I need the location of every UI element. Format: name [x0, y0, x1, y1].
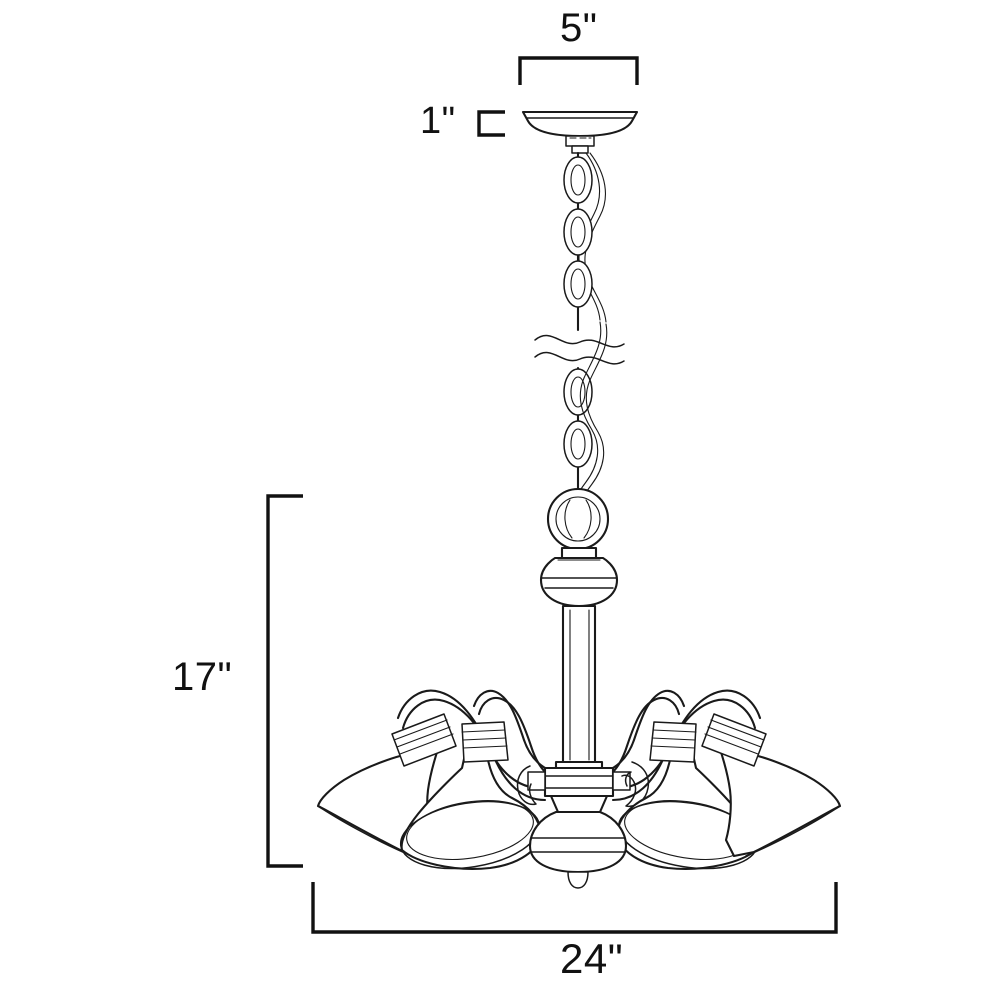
- dimension-label-canopy-height: 1": [420, 100, 456, 142]
- center-column: [554, 604, 604, 790]
- dimension-label-fixture-height: 17": [172, 655, 233, 699]
- dimension-label-canopy-width: 5": [560, 6, 598, 50]
- ball-finial-top: [539, 546, 619, 608]
- shade-collar-left: [461, 721, 509, 763]
- dimension-label-fixture-width: 24": [560, 935, 624, 982]
- chain-link-group-upper: [563, 156, 593, 308]
- chain-break-symbol: [534, 334, 625, 365]
- dimension-bracket-fixture-width: [311, 882, 838, 934]
- dimension-bracket-fixture-height: [266, 494, 303, 868]
- loop-ring: [546, 487, 610, 551]
- shade-collar-far-right: [701, 713, 767, 767]
- dimension-bracket-canopy-width: [518, 56, 639, 85]
- shade-collar-far-left: [391, 713, 457, 767]
- bottom-finial: [528, 810, 628, 889]
- ceiling-canopy: [521, 110, 639, 154]
- lamp-shade-right: [616, 721, 759, 870]
- lamp-shade-far-right: [701, 713, 842, 858]
- center-hub: [516, 761, 650, 814]
- shade-collar-right: [649, 721, 697, 763]
- suspension-chain: [534, 151, 625, 519]
- scroll-bracket-right: [621, 761, 650, 808]
- scroll-bracket-left: [516, 765, 537, 806]
- chain-link-group-lower: [563, 368, 593, 468]
- lamp-shade-left: [399, 721, 542, 870]
- dimension-bracket-canopy-height: [477, 110, 505, 137]
